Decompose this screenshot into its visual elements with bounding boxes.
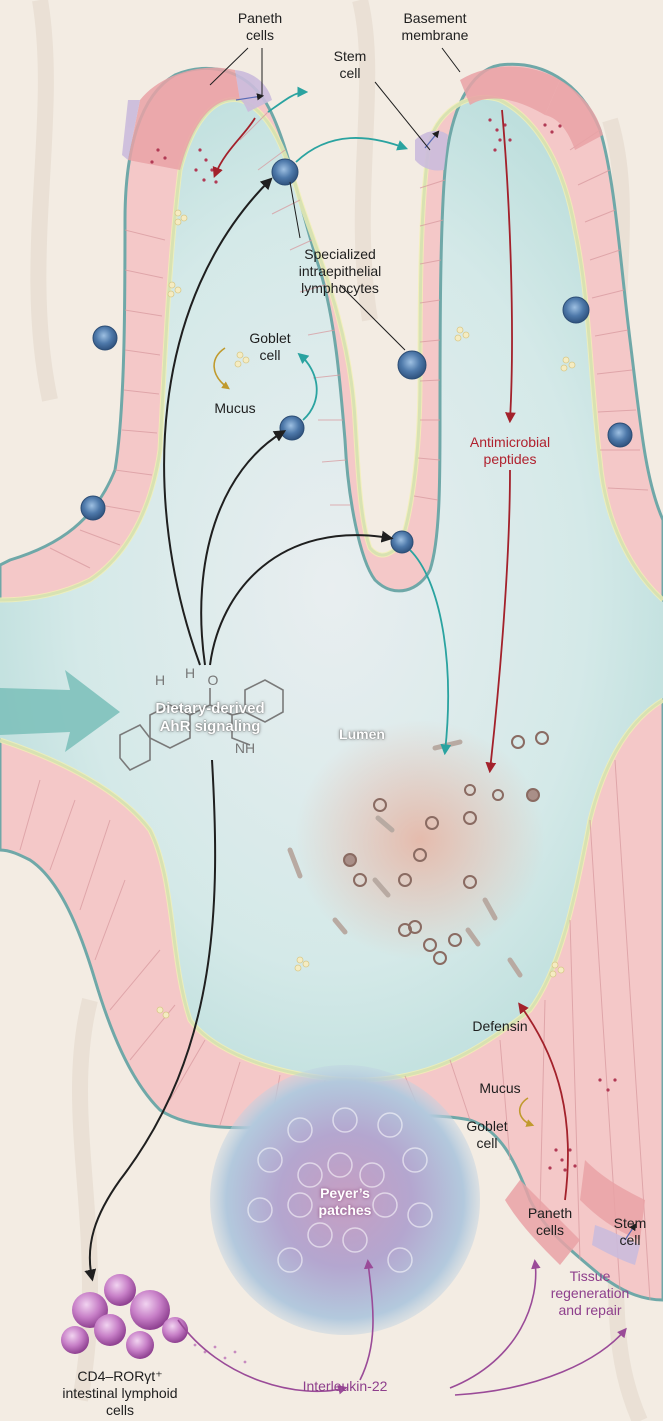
label-goblet-bottom-line2: cell (452, 1135, 522, 1152)
label-paneth-bottom-line1: Paneth (515, 1205, 585, 1222)
label-paneth-top-line1: Paneth (205, 10, 315, 27)
label-peyer-line2: patches (290, 1202, 400, 1219)
label-goblet-top-line2: cell (235, 347, 305, 364)
label-paneth-bottom: Paneth cells (515, 1205, 585, 1239)
label-basement-line1: Basement (380, 10, 490, 27)
label-iel-line2: intraepithelial (270, 263, 410, 280)
label-goblet-bottom-line1: Goblet (452, 1118, 522, 1135)
label-ahr-line1: Dietary-derived (130, 700, 290, 718)
label-tissue-line2: regeneration (520, 1285, 660, 1302)
label-basement-membrane: Basement membrane (380, 10, 490, 44)
label-cd4-line2: intestinal lymphoid (35, 1385, 205, 1402)
label-paneth-top: Paneth cells (205, 10, 315, 44)
molecule-atom-h2: H (180, 665, 200, 682)
label-cd4-line3: cells (35, 1402, 205, 1419)
label-tissue-line1: Tissue (520, 1268, 660, 1285)
label-cd4-line1: CD4–RORγt⁺ (35, 1368, 205, 1385)
label-ahr-signaling: Dietary-derived AhR signaling (130, 700, 290, 736)
label-goblet-top: Goblet cell (235, 330, 305, 364)
label-basement-line2: membrane (380, 27, 490, 44)
label-defensin: Defensin (460, 1018, 540, 1035)
label-stem-top-line2: cell (300, 65, 400, 82)
label-stem-bottom-line2: cell (600, 1232, 660, 1249)
label-intraepithelial-lymphocytes: Specialized intraepithelial lymphocytes (270, 246, 410, 297)
label-amp-line1: Antimicrobial (445, 434, 575, 451)
label-stem-bottom: Stem cell (600, 1215, 660, 1249)
label-mucus-bottom: Mucus (465, 1080, 535, 1097)
label-ahr-line2: AhR signaling (130, 718, 290, 736)
label-tissue-line3: and repair (520, 1302, 660, 1319)
label-amp-line2: peptides (445, 451, 575, 468)
molecule-atom-o: O (203, 672, 223, 689)
label-peyers-patches: Peyer’s patches (290, 1185, 400, 1219)
label-mucus-top: Mucus (200, 400, 270, 417)
label-stem-bottom-line1: Stem (600, 1215, 660, 1232)
molecule-atom-h1: H (150, 672, 170, 689)
label-paneth-bottom-line2: cells (515, 1222, 585, 1239)
label-stem-top: Stem cell (300, 48, 400, 82)
label-iel-line1: Specialized (270, 246, 410, 263)
label-goblet-top-line1: Goblet (235, 330, 305, 347)
label-tissue-regeneration: Tissue regeneration and repair (520, 1268, 660, 1319)
label-peyer-line1: Peyer’s (290, 1185, 400, 1202)
label-stem-top-line1: Stem (300, 48, 400, 65)
label-antimicrobial-peptides: Antimicrobial peptides (445, 434, 575, 468)
molecule-atom-nh: NH (230, 740, 260, 757)
label-paneth-top-line2: cells (205, 27, 315, 44)
label-goblet-bottom: Goblet cell (452, 1118, 522, 1152)
label-lumen: Lumen (322, 725, 402, 743)
label-cd4-lymphoid-cells: CD4–RORγt⁺ intestinal lymphoid cells (35, 1368, 205, 1419)
label-interleukin-22: Interleukin-22 (275, 1378, 415, 1395)
label-iel-line3: lymphocytes (270, 280, 410, 297)
